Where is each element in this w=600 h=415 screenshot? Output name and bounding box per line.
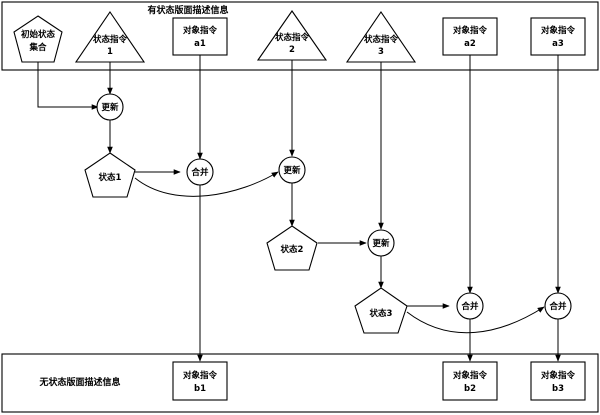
bottom-region-frame <box>1 353 599 413</box>
state-2-node: 状态2 <box>266 225 318 271</box>
object-command-b3-node: 对象指令 b3 <box>530 361 586 401</box>
merge-2-label: 合并 <box>460 301 479 312</box>
object-command-b3-line2: b3 <box>552 384 564 394</box>
state-command-1-line1: 状态指令 <box>93 34 128 45</box>
state-command-2-line2: 2 <box>289 45 295 55</box>
state-command-3-node: 状态指令 3 <box>345 11 417 63</box>
state-1-label: 状态1 <box>99 172 122 183</box>
state-1-node: 状态1 <box>84 152 136 198</box>
object-command-a2-node: 对象指令 a2 <box>442 17 498 56</box>
object-command-a1-node: 对象指令 a1 <box>172 17 228 56</box>
merge-1-label: 合并 <box>190 167 209 178</box>
object-command-a2-line2: a2 <box>464 39 476 49</box>
state-command-2-line1: 状态指令 <box>275 32 310 43</box>
object-command-b2-line2: b2 <box>464 384 476 394</box>
merge-node-3: 合并 <box>544 292 572 320</box>
object-command-a3-line1: 对象指令 <box>541 25 576 36</box>
update-node-3: 更新 <box>367 229 395 257</box>
update-1-label: 更新 <box>101 102 119 113</box>
edge-state1-to-update2 <box>134 171 279 197</box>
update-3-label: 更新 <box>372 238 390 249</box>
update-node-2: 更新 <box>278 156 306 184</box>
edge-initial-to-update1 <box>37 62 99 110</box>
state-command-1-node: 状态指令 1 <box>74 11 146 63</box>
object-command-b1-line2: b1 <box>194 384 206 394</box>
object-command-b1-line1: 对象指令 <box>183 370 218 381</box>
top-region-label: 有状态版面描述信息 <box>147 4 228 16</box>
state-command-3-line2: 3 <box>378 47 384 57</box>
object-command-b3-line1: 对象指令 <box>541 370 576 381</box>
object-command-a1-line1: 对象指令 <box>183 25 218 36</box>
update-2-label: 更新 <box>283 165 301 176</box>
object-command-a3-line2: a3 <box>552 39 564 49</box>
object-command-a1-line2: a1 <box>194 39 206 49</box>
update-node-1: 更新 <box>96 93 124 121</box>
merge-node-1: 合并 <box>186 158 214 186</box>
initial-state-label-line1: 初始状态 <box>21 29 56 40</box>
edges <box>37 55 561 362</box>
edge-state3-to-merge3 <box>406 306 545 334</box>
state-3-label: 状态3 <box>370 308 393 319</box>
state-command-2-node: 状态指令 2 <box>256 10 328 61</box>
bottom-region-label: 无状态版面描述信息 <box>38 376 120 388</box>
top-region-frame <box>1 1 599 71</box>
object-command-b1-node: 对象指令 b1 <box>172 361 228 401</box>
merge-3-label: 合并 <box>548 301 567 312</box>
object-command-b2-line1: 对象指令 <box>453 370 488 381</box>
initial-state-node: 初始状态 集合 <box>13 15 63 63</box>
state-command-1-line2: 1 <box>107 47 113 57</box>
state-command-3-line1: 状态指令 <box>364 34 399 45</box>
state-3-node: 状态3 <box>354 287 408 334</box>
object-command-a2-line1: 对象指令 <box>453 25 488 36</box>
object-command-b2-node: 对象指令 b2 <box>442 361 498 401</box>
merge-node-2: 合并 <box>456 292 484 320</box>
initial-state-label-line2: 集合 <box>28 42 47 53</box>
object-command-a3-node: 对象指令 a3 <box>530 17 586 56</box>
state-2-label: 状态2 <box>281 244 304 255</box>
